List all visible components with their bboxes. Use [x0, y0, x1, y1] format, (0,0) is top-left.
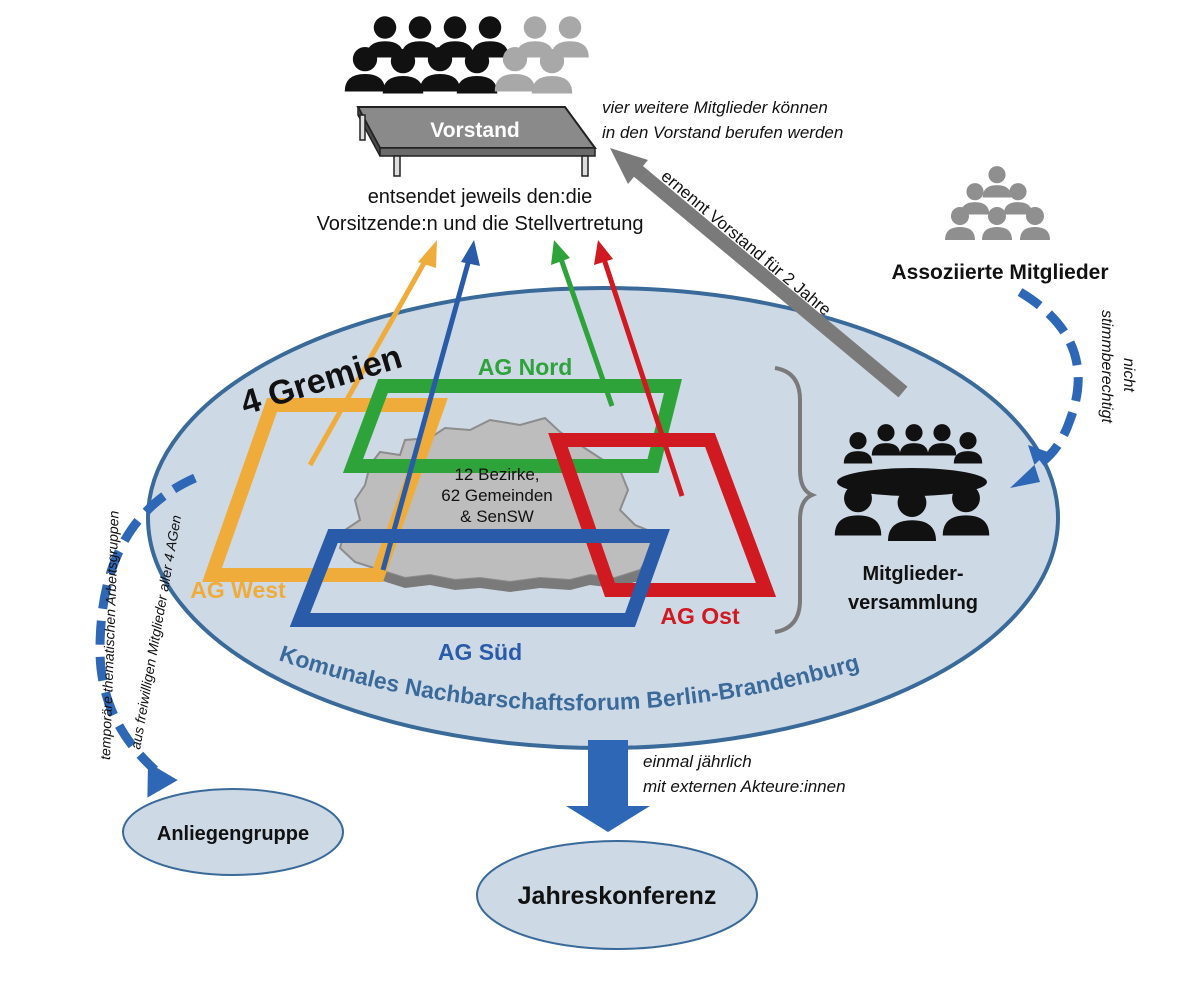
vorstand-label: Vorstand: [430, 119, 519, 142]
vorstand-note-line1: vier weitere Mitglieder können: [602, 98, 828, 117]
members-line1: Mitglieder-: [862, 563, 963, 585]
ag-nord-frame: [342, 379, 682, 473]
conference-ellipse: [476, 840, 758, 950]
vorstand-table: [356, 106, 597, 177]
ag-ost-label: AG Ost: [660, 603, 740, 629]
vorstand-note-line2: in den Vorstand berufen werden: [602, 123, 843, 142]
delegation-line2: Vorsitzende:n und die Stellvertretung: [317, 213, 644, 235]
members-line2: versammlung: [848, 592, 978, 614]
conference-note-line2: mit externen Akteure:innen: [643, 777, 846, 796]
center-line1: 12 Bezirke,: [454, 465, 539, 484]
appoint-arrow: [610, 148, 908, 398]
members-brace: [774, 366, 818, 634]
ag-sued-label: AG Süd: [438, 639, 522, 665]
associated-arrow: [1017, 288, 1083, 469]
anliegen-label: Anliegengruppe: [157, 823, 309, 845]
center-line3: & SenSW: [460, 507, 534, 526]
associated-note-line1: nicht: [1120, 358, 1137, 392]
associated-members-icon: [945, 166, 1050, 240]
anliegen-note-line1: temporäre thematischen Arbeitsgruppen: [97, 510, 122, 760]
delegation-arrows: [307, 240, 685, 571]
associated-note-line2: stimmberechtigt: [1098, 310, 1115, 423]
delegation-line1: entsendet jeweils den:die: [368, 186, 593, 208]
ag-sued-frame: [289, 529, 670, 627]
center-line2: 62 Gemeinden: [441, 486, 553, 505]
conference-note-line1: einmal jährlich: [643, 752, 752, 771]
conference-label: Jahreskonferenz: [518, 882, 717, 910]
anliegen-ellipse: [122, 788, 344, 876]
people-group-icon: [344, 16, 589, 94]
anliegen-arrow: [95, 473, 197, 774]
ag-west-label: AG West: [190, 577, 286, 603]
conference-arrow: [566, 740, 650, 832]
ag-nord-label: AG Nord: [478, 354, 573, 380]
associated-label: Assoziierte Mitglieder: [891, 261, 1108, 284]
assembly-icon: [834, 424, 990, 541]
